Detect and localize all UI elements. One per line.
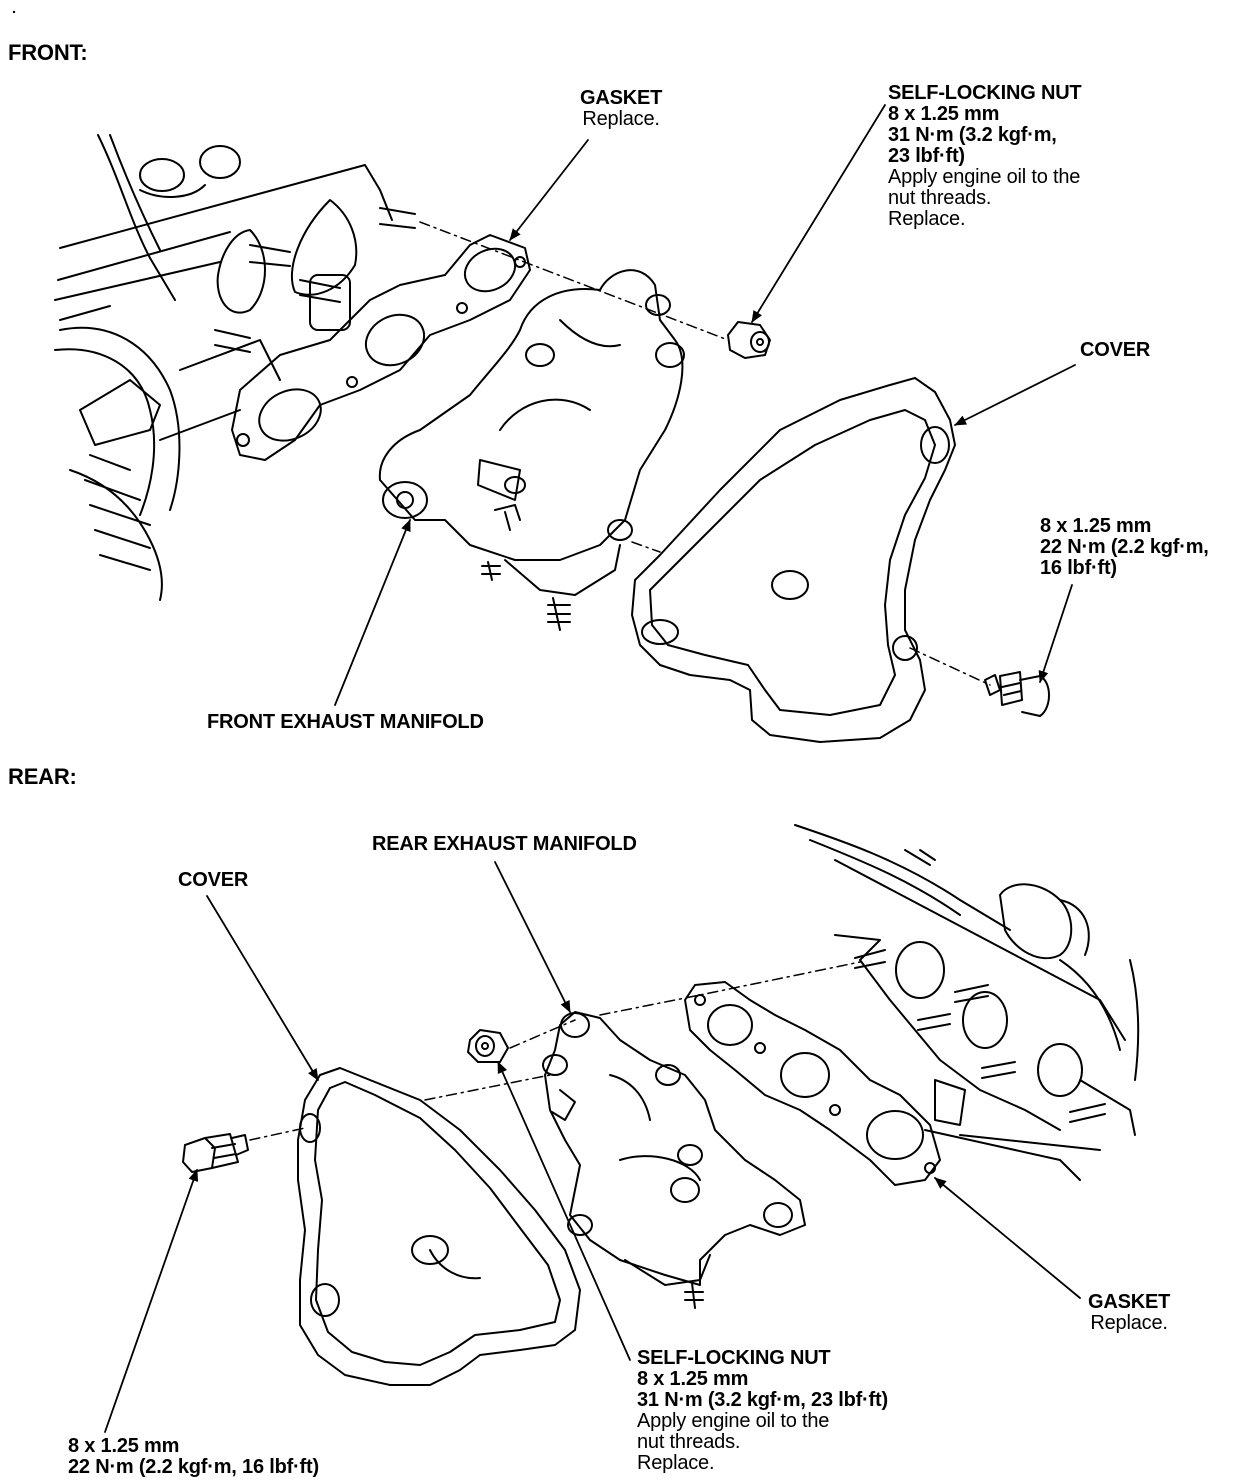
rear-cover-shape: [297, 1067, 581, 1386]
rear-gasket-callout: GASKET Replace.: [1088, 1292, 1170, 1334]
front-bolt-spec-torque: 22 N·m (2.2 kgf·m,: [1040, 536, 1209, 558]
rear-self-locking-nut-shape: [467, 1029, 509, 1063]
rear-self-locking-nut-callout: SELF-LOCKING NUT 8 x 1.25 mm 31 N·m (3.2…: [637, 1348, 888, 1474]
front-cover-shape: [631, 377, 956, 743]
rear-gasket-title: GASKET: [1088, 1291, 1171, 1313]
front-cover-label: COVER: [1080, 339, 1151, 361]
front-self-locking-nut-shape: [727, 321, 771, 359]
front-bolt-spec-torque-cont: 16 lbf·ft): [1040, 557, 1117, 579]
rear-nut-note-threads: nut threads.: [637, 1431, 741, 1453]
rear-bolt-spec-size: 8 x 1.25 mm: [68, 1435, 180, 1457]
rear-nut-title: SELF-LOCKING NUT: [637, 1347, 831, 1369]
front-bolt-spec-size: 8 x 1.25 mm: [1040, 515, 1152, 537]
front-gasket-title: GASKET: [580, 87, 663, 109]
front-gasket-callout: GASKET Replace.: [580, 88, 662, 130]
front-alignment-lines: [419, 221, 991, 686]
front-gasket-shape: [231, 234, 531, 461]
rear-section-heading: REAR:: [8, 764, 77, 789]
rear-exhaust-manifold-label: REAR EXHAUST MANIFOLD: [372, 833, 637, 855]
rear-nut-spec-size: 8 x 1.25 mm: [637, 1368, 749, 1390]
rear-bolt-spec-torque: 22 N·m (2.2 kgf·m, 16 lbf·ft): [68, 1456, 319, 1478]
front-cover-bolt-callout: 8 x 1.25 mm 22 N·m (2.2 kgf·m, 16 lbf·ft…: [1040, 516, 1209, 579]
front-cylinder-head: [54, 134, 416, 441]
front-nut-title: SELF-LOCKING NUT: [888, 82, 1082, 104]
front-nut-note-oil: Apply engine oil to the: [888, 166, 1081, 188]
rear-nut-spec-torque: 31 N·m (3.2 kgf·m, 23 lbf·ft): [637, 1389, 888, 1411]
rear-cover-bolt-shape: [182, 1133, 249, 1173]
front-exhaust-manifold-shape: [378, 269, 685, 631]
front-nut-note-threads: nut threads.: [888, 187, 992, 209]
rear-cover-label: COVER: [178, 869, 249, 891]
leader-arrows: [104, 104, 1081, 1433]
front-gasket-note: Replace.: [582, 108, 660, 130]
front-section-heading: FRONT:: [8, 40, 88, 65]
rear-cylinder-head: [794, 824, 1140, 1181]
rear-exhaust-manifold-shape: [542, 1011, 806, 1309]
front-self-locking-nut-callout: SELF-LOCKING NUT 8 x 1.25 mm 31 N·m (3.2…: [888, 82, 1082, 230]
rear-gasket-shape: [684, 981, 941, 1186]
rear-nut-note-oil: Apply engine oil to the: [637, 1410, 830, 1432]
front-exhaust-manifold-label: FRONT EXHAUST MANIFOLD: [207, 711, 484, 733]
front-nut-spec-torque-cont: 23 lbf·ft): [888, 145, 965, 167]
rear-alignment-lines: [249, 961, 861, 1141]
rear-cover-bolt-callout: 8 x 1.25 mm 22 N·m (2.2 kgf·m, 16 lbf·ft…: [68, 1436, 319, 1478]
front-timing-belt-pulley: [54, 326, 181, 601]
rear-gasket-note: Replace.: [1090, 1312, 1168, 1334]
rear-nut-note-replace: Replace.: [637, 1452, 715, 1474]
front-nut-spec-size: 8 x 1.25 mm: [888, 103, 1000, 125]
front-nut-spec-torque: 31 N·m (3.2 kgf·m,: [888, 124, 1057, 146]
front-nut-note-replace: Replace.: [888, 208, 966, 230]
front-cover-bolt-shape: [984, 671, 1050, 717]
